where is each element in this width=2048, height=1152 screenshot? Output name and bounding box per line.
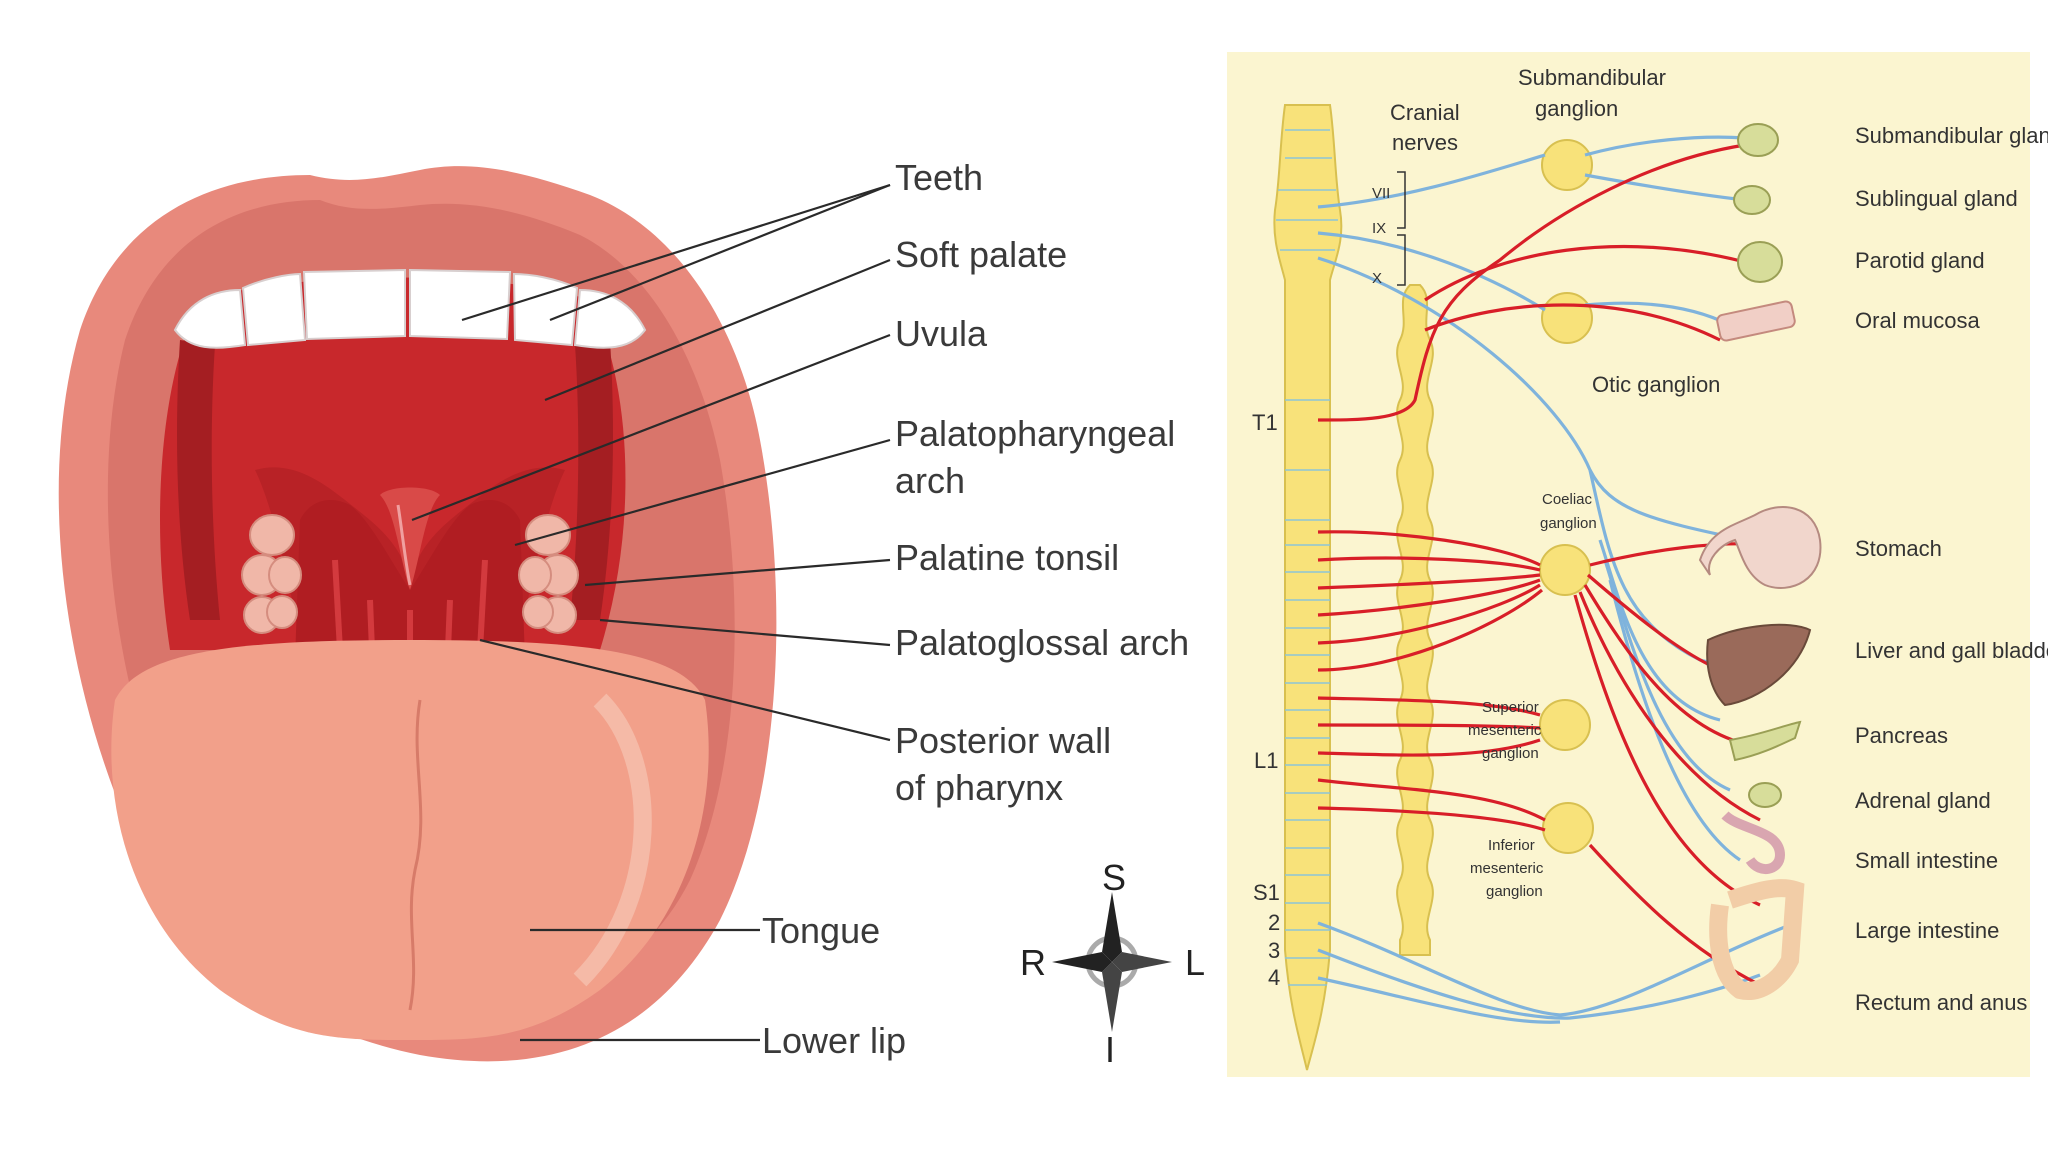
- compass-label-s: S: [1102, 857, 1126, 898]
- compass-label-r: R: [1020, 942, 1046, 983]
- label-cranial-line1: Cranial: [1390, 100, 1460, 125]
- small-intestine-icon: [1721, 811, 1786, 874]
- spinal-segments: [1276, 129, 1338, 986]
- inferior-mesenteric-ganglion: [1542, 802, 1594, 854]
- compass-label-l: L: [1185, 942, 1205, 983]
- organ-label: Adrenal gland: [1855, 788, 1991, 813]
- label-sup-mes-line3: ganglion: [1482, 745, 1539, 762]
- label-lower-lip: Lower lip: [762, 1020, 906, 1061]
- label-inf-mes-line3: ganglion: [1486, 883, 1543, 900]
- organ-icons: [1698, 123, 1822, 1000]
- label-sup-mes-line1: Superior: [1482, 699, 1539, 716]
- stomach-icon: [1698, 506, 1822, 589]
- submandibular-gland-icon: [1737, 123, 1779, 157]
- label-submandibular-ganglion-line1: Submandibular: [1518, 65, 1666, 90]
- diagram-background: [1227, 52, 2030, 1077]
- tongue-midline: [408, 699, 423, 1011]
- organ-label: Oral mucosa: [1855, 308, 1980, 333]
- coeliac-ganglion: [1539, 544, 1591, 596]
- label-cn-x: X: [1372, 270, 1382, 287]
- posterior-pharynx-wall: [295, 500, 525, 660]
- organ-label: Stomach: [1855, 536, 1942, 561]
- uvula-highlight: [396, 504, 412, 586]
- label-palatine-tonsil: Palatine tonsil: [895, 537, 1119, 578]
- label-l1: L1: [1254, 748, 1278, 773]
- organ-label: Small intestine: [1855, 848, 1998, 873]
- spinal-cord: [1273, 104, 1343, 1071]
- parotid-gland-icon: [1737, 241, 1783, 283]
- compass-arrow-east: [1112, 952, 1172, 972]
- label-cn-vii: VII: [1372, 185, 1390, 202]
- submandibular-ganglion: [1541, 139, 1593, 191]
- liver-icon: [1706, 623, 1812, 707]
- vagus-bracket: [1397, 234, 1406, 286]
- tongue-highlight: [573, 693, 652, 987]
- sympathetic-chain: [1396, 284, 1434, 956]
- organ-label: Liver and gall bladder: [1855, 638, 2048, 663]
- uvula: [380, 487, 440, 590]
- compass-label-i: I: [1105, 1029, 1115, 1070]
- sublingual-gland-icon: [1733, 185, 1771, 215]
- organ-label: Submandibular gland: [1855, 123, 2048, 148]
- organ-label: Large intestine: [1855, 918, 1999, 943]
- palatine-tonsil-right: [241, 514, 302, 634]
- label-inf-mes-line2: mesenteric: [1470, 860, 1544, 877]
- label-posterior-wall-line2: of pharynx: [895, 767, 1063, 808]
- label-tongue: Tongue: [762, 910, 880, 951]
- label-s2: 2: [1268, 910, 1280, 935]
- label-s4: 4: [1268, 965, 1280, 990]
- adrenal-gland-icon: [1748, 782, 1782, 808]
- label-soft-palate: Soft palate: [895, 234, 1067, 275]
- label-s1: S1: [1253, 880, 1280, 905]
- pancreas-icon: [1728, 720, 1802, 762]
- label-cranial-line2: nerves: [1392, 130, 1458, 155]
- mouth-leader-lines: [411, 183, 891, 1042]
- label-teeth: Teeth: [895, 157, 983, 198]
- label-t1: T1: [1252, 410, 1278, 435]
- label-coeliac-line2: ganglion: [1540, 515, 1597, 532]
- sympathetic-fibres: [1317, 143, 1771, 987]
- label-s3: 3: [1268, 938, 1280, 963]
- cheek-shadow-left: [177, 340, 220, 620]
- large-intestine-icon: [1709, 879, 1805, 1000]
- otic-ganglion: [1541, 292, 1593, 344]
- tongue: [111, 640, 709, 1040]
- label-palatopharyngeal-line2: arch: [895, 460, 965, 501]
- label-submandibular-ganglion-line2: ganglion: [1535, 96, 1618, 121]
- organ-label: Sublingual gland: [1855, 186, 2018, 211]
- upper-teeth: [173, 268, 647, 349]
- compass-rose: S I R L: [1020, 857, 1205, 1070]
- cranial-nerve-bracket: [1397, 171, 1406, 229]
- superior-mesenteric-ganglion: [1539, 699, 1591, 751]
- organ-label: Pancreas: [1855, 723, 1948, 748]
- compass-arrow-west: [1052, 952, 1112, 972]
- oral-mucosa-icon: [1716, 300, 1796, 342]
- label-palatoglossal-arch: Palatoglossal arch: [895, 622, 1189, 663]
- autonomic-diagram: Cranial nerves VII IX X Submandibular ga…: [1227, 52, 2048, 1077]
- palatine-tonsil-left: [518, 514, 579, 634]
- label-palatopharyngeal-line1: Palatopharyngeal: [895, 413, 1175, 454]
- compass-arrow-north: [1102, 892, 1122, 962]
- label-uvula: Uvula: [895, 313, 988, 354]
- label-cn-ix: IX: [1372, 220, 1386, 237]
- organ-label: Parotid gland: [1855, 248, 1985, 273]
- nerve-diagram-labels: Cranial nerves VII IX X Submandibular ga…: [1252, 65, 2048, 1015]
- label-otic-ganglion: Otic ganglion: [1592, 372, 1720, 397]
- mouth-illustration: [58, 166, 777, 1062]
- cheek-shadow-right: [570, 340, 613, 620]
- compass-arrow-south: [1102, 962, 1122, 1032]
- organ-label: Rectum and anus: [1855, 990, 2027, 1015]
- label-inf-mes-line1: Inferior: [1488, 837, 1535, 854]
- label-sup-mes-line2: mesenteric: [1468, 722, 1542, 739]
- label-posterior-wall-line1: Posterior wall: [895, 720, 1111, 761]
- mouth-labels: Teeth Soft palate Uvula Palatopharyngeal…: [762, 157, 1189, 1061]
- label-coeliac-line1: Coeliac: [1542, 491, 1593, 508]
